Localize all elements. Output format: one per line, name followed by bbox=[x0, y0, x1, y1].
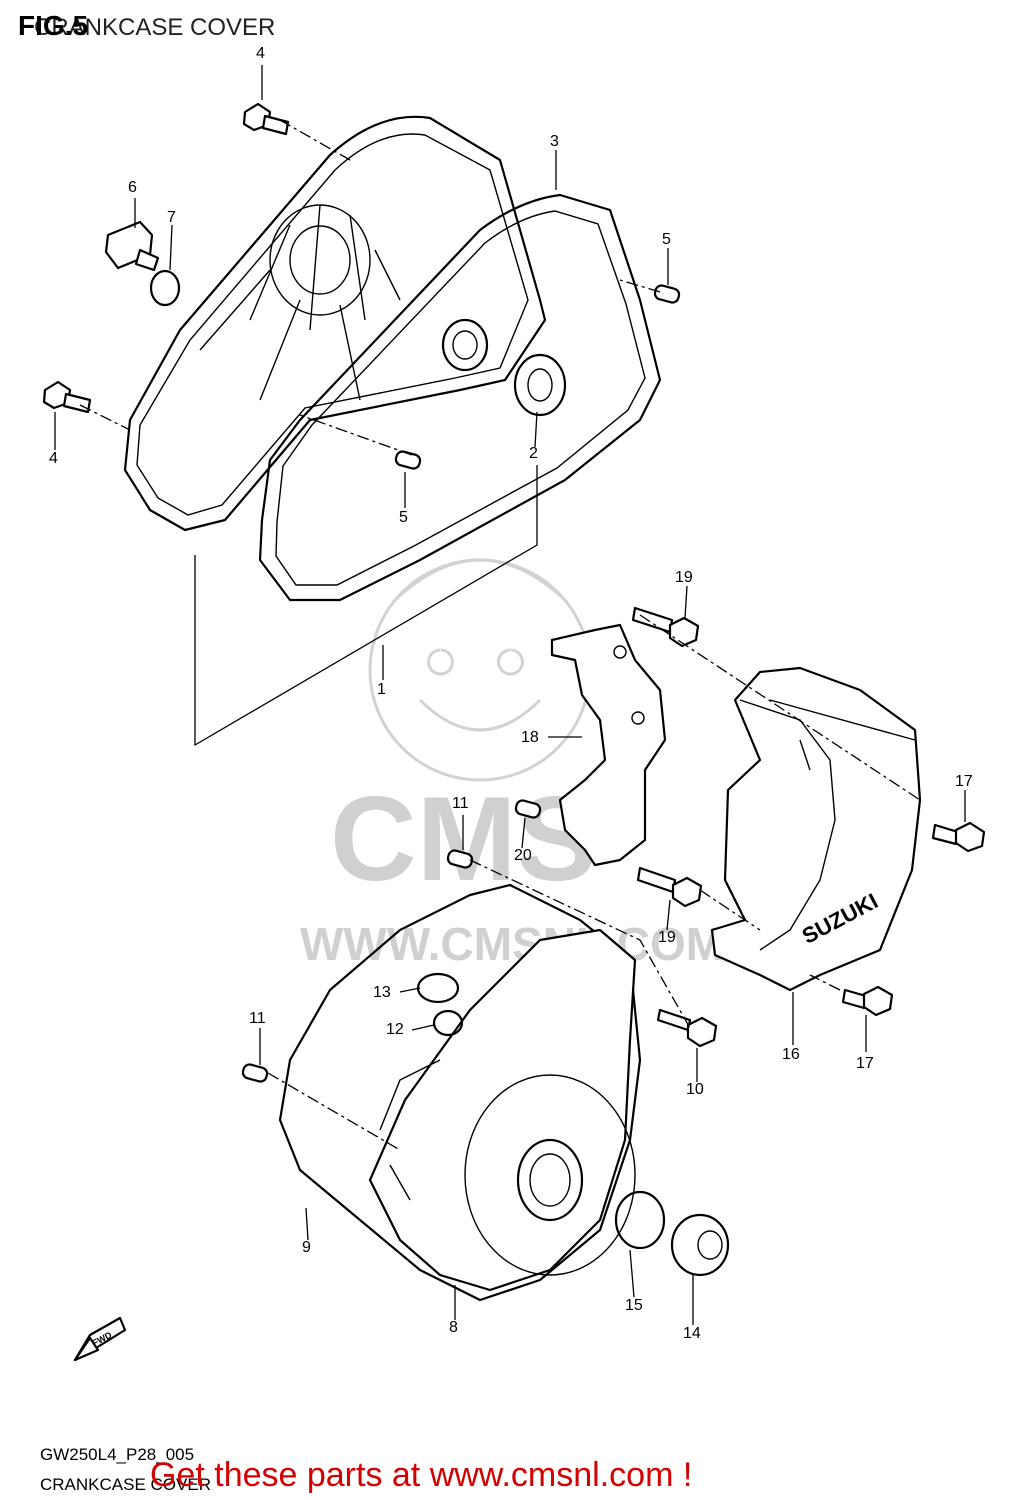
fig-number: FIG.5 bbox=[18, 10, 89, 41]
part-11-dowel-pin-upper bbox=[446, 849, 474, 869]
callout-6: 6 bbox=[128, 179, 137, 196]
part-4-bolt-top bbox=[242, 102, 290, 136]
callout-11: 11 bbox=[452, 795, 469, 812]
callout-10: 10 bbox=[686, 1081, 704, 1098]
callout-4: 4 bbox=[256, 45, 265, 62]
callout-20: 20 bbox=[514, 847, 532, 864]
callout-8: 8 bbox=[449, 1319, 458, 1336]
part-10-bolt bbox=[656, 1008, 718, 1048]
callout-9: 9 bbox=[302, 1239, 311, 1256]
callout-5-center: 5 bbox=[399, 509, 408, 526]
leader-lines bbox=[54, 65, 966, 1325]
callout-5: 5 bbox=[662, 231, 671, 248]
callout-4-left: 4 bbox=[49, 450, 58, 467]
part-5-dowel-pin-right bbox=[653, 284, 681, 304]
callout-14: 14 bbox=[683, 1325, 701, 1342]
promo-link[interactable]: Get these parts at www.cmsnl.com ! bbox=[150, 1456, 693, 1494]
callout-11-lower: 11 bbox=[249, 1010, 266, 1027]
diagram-code: GW250L4_P28_005 bbox=[40, 1445, 195, 1464]
callout-15: 15 bbox=[625, 1297, 643, 1314]
part-14-rubber-cap bbox=[670, 1213, 730, 1277]
part-5-dowel-pin-center bbox=[394, 450, 422, 470]
fig-title: CRANKCASE COVER bbox=[34, 14, 276, 41]
callout-13: 13 bbox=[373, 984, 391, 1001]
part-2-oil-seal bbox=[513, 353, 567, 417]
callout-7: 7 bbox=[167, 209, 176, 226]
fwd-arrow-icon: FWD bbox=[73, 1316, 127, 1362]
part-13-plug bbox=[416, 972, 460, 1004]
part-3-gasket bbox=[258, 193, 662, 602]
part-7-o-ring bbox=[149, 269, 181, 307]
part-20-dowel-pin bbox=[514, 799, 542, 819]
callout-18: 18 bbox=[521, 729, 539, 746]
callout-17: 17 bbox=[955, 773, 973, 790]
callout-17-lower: 17 bbox=[856, 1055, 874, 1072]
part-17-bolt-lower bbox=[841, 985, 894, 1017]
callout-3: 3 bbox=[550, 133, 559, 150]
footer-title: CRANKCASE COVER bbox=[40, 1475, 211, 1494]
callout-19: 19 bbox=[675, 569, 693, 586]
part-1-crankcase-cover bbox=[123, 115, 547, 532]
callout-12: 12 bbox=[386, 1021, 404, 1038]
callout-16: 16 bbox=[782, 1046, 800, 1063]
callout-2: 2 bbox=[529, 445, 538, 462]
part-19-bolt-upper bbox=[631, 606, 700, 648]
part-18-bracket bbox=[550, 623, 667, 867]
part-19-bolt-lower bbox=[636, 866, 703, 908]
part-9-gasket bbox=[278, 883, 642, 1302]
cms-watermark: CMS WWW.CMSNL.COM bbox=[300, 558, 724, 970]
part-11-dowel-pin-lower bbox=[241, 1063, 269, 1083]
part-17-bolt-upper bbox=[931, 821, 986, 853]
part-4-bolt-left bbox=[42, 380, 92, 414]
watermark-url: WWW.CMSNL.COM bbox=[300, 918, 724, 970]
callout-1: 1 bbox=[377, 681, 386, 698]
part-15-o-ring bbox=[614, 1190, 666, 1250]
callout-19-lower: 19 bbox=[658, 929, 676, 946]
part-12-o-ring bbox=[432, 1009, 464, 1037]
part-8-generator-cover bbox=[368, 928, 637, 1292]
part-6-filler-cap bbox=[104, 220, 160, 272]
part-16-sprocket-cover: SUZUKI bbox=[710, 666, 922, 992]
